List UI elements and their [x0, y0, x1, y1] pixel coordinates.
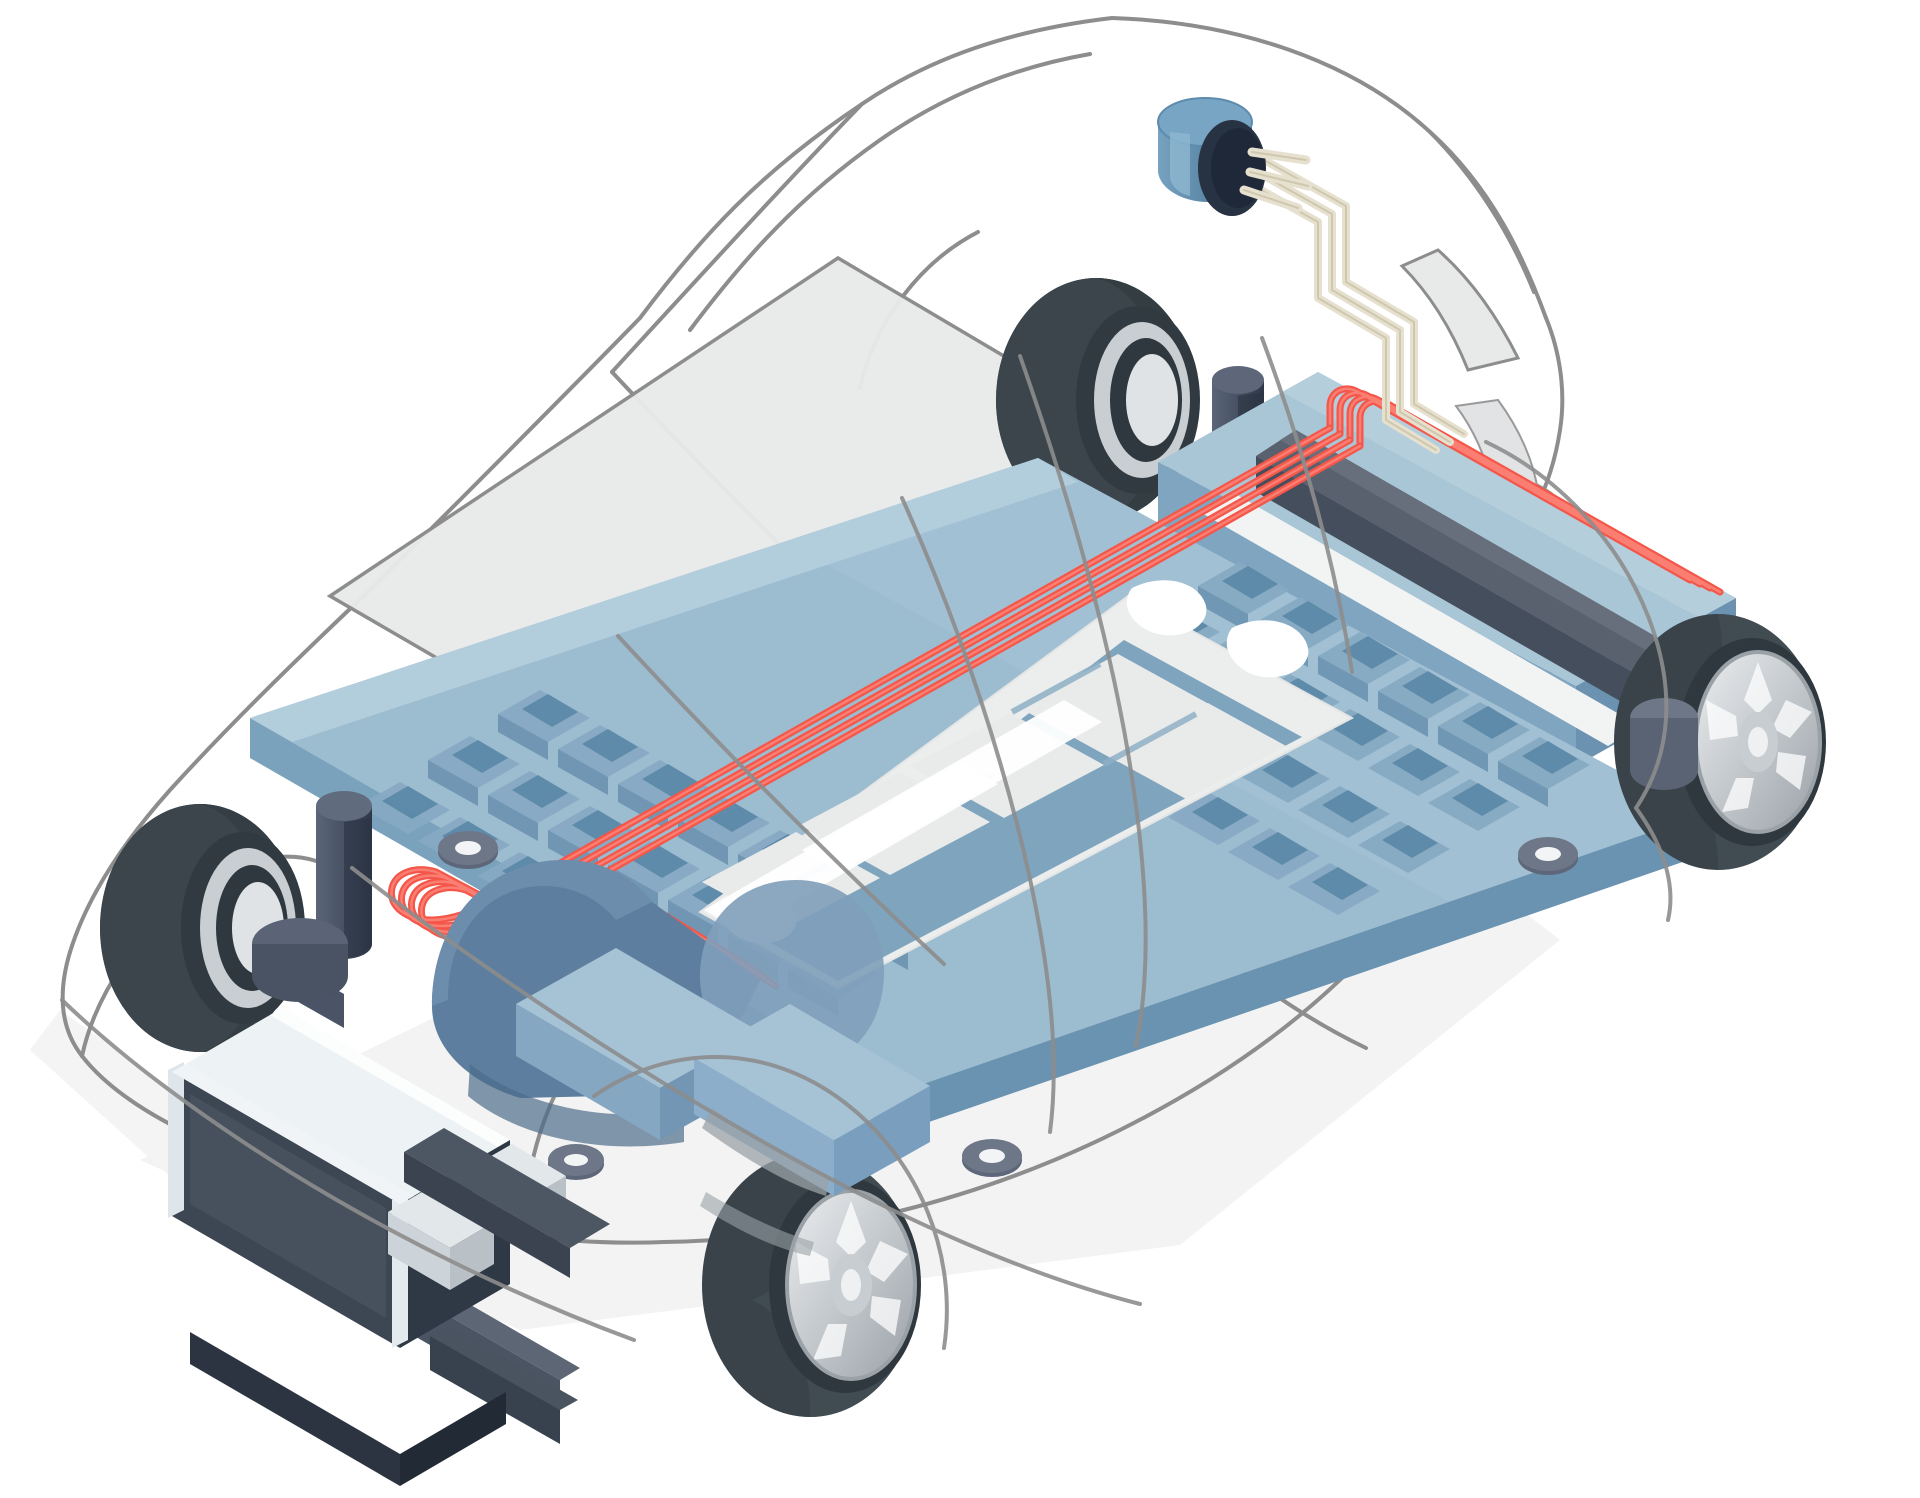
- suspension-strut: [252, 791, 372, 1028]
- front-inverter: [516, 948, 930, 1256]
- wheel-front-right: [702, 1153, 921, 1417]
- battery-pack-floor: [250, 458, 1700, 1180]
- suspension-strut: [1630, 698, 1698, 790]
- mount-bushing: [438, 831, 1578, 1180]
- lv-wiring-harness: [1218, 148, 1468, 454]
- car-body-outline: [60, 336, 1673, 1350]
- subframe-rail: [1200, 430, 1700, 746]
- power-electronics-box: [168, 1008, 610, 1486]
- wheel-front-left: [100, 791, 372, 1052]
- charge-port-connector: [1157, 97, 1313, 216]
